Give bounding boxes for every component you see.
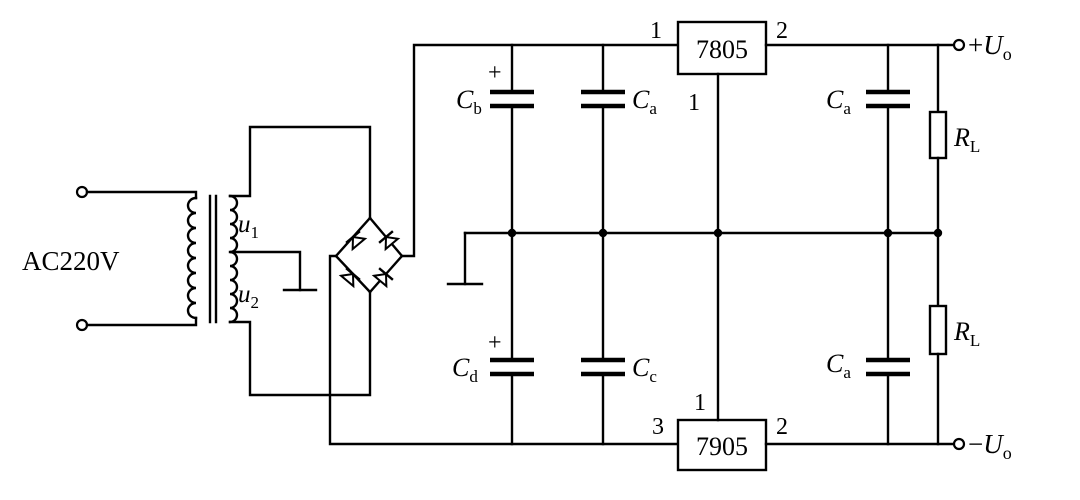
regulator-7905: 7905 3 2 1 <box>652 390 788 472</box>
cb-polarity: + <box>488 60 502 86</box>
output-negative: −Uo <box>952 429 1012 463</box>
output-negative-label: −Uo <box>968 429 1012 463</box>
regulator-7905-pin-out: 2 <box>776 414 788 440</box>
load-resistor-top: RL <box>928 43 980 235</box>
regulator-7905-box <box>676 418 768 472</box>
ac-terminal-top[interactable] <box>75 185 89 199</box>
regulator-7905-label: 7905 <box>696 432 748 461</box>
ac-input-label: AC220V <box>22 246 120 276</box>
regulator-7905-pin-in: 3 <box>652 414 664 440</box>
diode-3 <box>344 230 367 251</box>
cc-label: Cc <box>632 353 657 386</box>
capacitor-ca-top: Ca <box>581 43 657 235</box>
ac-input: AC220V <box>22 185 198 332</box>
u2-label: u2 <box>238 281 259 312</box>
ca-right-top-label: Ca <box>826 85 851 118</box>
regulator-7805-box <box>676 20 768 76</box>
ca-top-label: Ca <box>632 85 657 118</box>
load-resistor-bottom: RL <box>928 231 980 446</box>
ca-right-bottom-label: Ca <box>826 349 851 382</box>
output-positive-terminal[interactable] <box>952 38 966 52</box>
u1-label: u1 <box>238 211 259 242</box>
regulator-7805-pin-gnd: 1 <box>688 90 700 116</box>
capacitor-cd: + Cd <box>452 231 534 446</box>
cb-label: Cb <box>456 85 482 118</box>
capacitor-ca-right-bottom: Ca <box>826 231 910 446</box>
rl-top-label: RL <box>953 123 980 156</box>
rl-bottom-label: RL <box>953 317 980 350</box>
regulator-7805: 7805 1 2 1 <box>650 18 788 116</box>
ac-terminal-bottom[interactable] <box>75 318 89 332</box>
cd-polarity: + <box>488 330 502 356</box>
output-positive: +Uo <box>952 30 1012 64</box>
regulator-7805-label: 7805 <box>696 35 748 64</box>
output-negative-terminal[interactable] <box>952 437 966 451</box>
cd-label: Cd <box>452 353 478 386</box>
ground-reference <box>446 228 943 286</box>
bridge-rectifier <box>328 43 680 446</box>
output-positive-label: +Uo <box>968 30 1012 64</box>
capacitor-cc: Cc <box>581 231 657 446</box>
capacitor-ca-right-top: Ca <box>826 43 910 235</box>
capacitor-cb: + Cb <box>456 43 534 235</box>
diode-4 <box>339 267 362 288</box>
regulator-7805-pin-in: 1 <box>650 18 662 44</box>
regulator-7905-pin-gnd: 1 <box>694 390 706 416</box>
regulator-7805-pin-out: 2 <box>776 18 788 44</box>
transformer: u1 u2 <box>186 125 372 397</box>
